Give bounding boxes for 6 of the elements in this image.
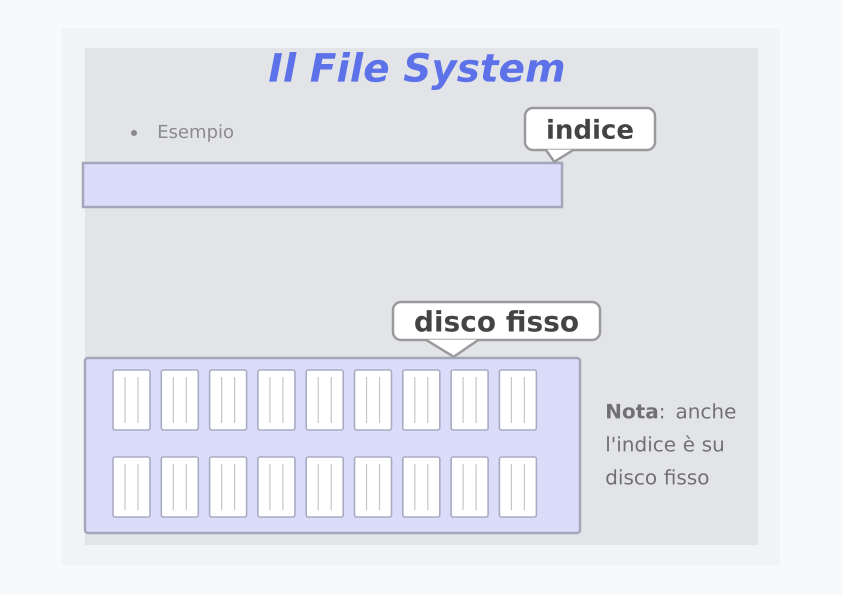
callout-pointer bbox=[424, 338, 480, 358]
note-text: Nota: anche l'indice è su disco fisso bbox=[606, 403, 736, 485]
index-bar bbox=[82, 162, 564, 208]
callout-pointer bbox=[544, 148, 575, 163]
title: Il File System bbox=[269, 52, 564, 90]
bullet-text: Esempio bbox=[158, 124, 234, 142]
